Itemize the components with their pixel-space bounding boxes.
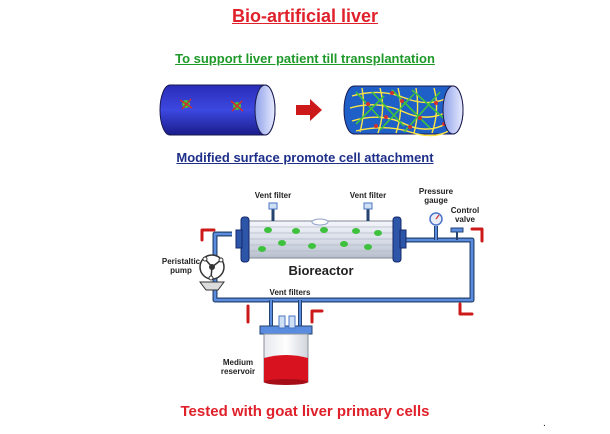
transition-arrow [296,99,322,121]
label-vent-filter-right: Vent filter [350,191,386,200]
vent-filter-right [363,202,373,221]
flow-direction-arrows [200,227,484,324]
label-peristaltic-pump-2: pump [170,266,192,275]
label-control-valve-2: valve [455,215,476,224]
subtitle-surface: Modified surface promote cell attachment [176,150,434,165]
reservoir-vent-filters [278,315,296,329]
subtitle-support: To support liver patient till transplant… [175,51,435,66]
label-peristaltic-pump-1: Peristaltic [162,257,201,266]
peristaltic-pump-icon [199,254,225,291]
label-vent-filter-left: Vent filter [255,191,291,200]
trailing-mark: . [543,418,546,429]
label-pressure-gauge-1: Pressure [419,187,454,196]
vent-filter-left [268,202,278,221]
label-medium-reservoir-1: Medium [223,358,253,367]
circuit-tubing [212,226,475,330]
bioreactor-cells [258,227,382,252]
control-valve-icon [450,227,464,240]
bioreactor-port [311,218,329,226]
footer-caption: Tested with goat liver primary cells [180,403,430,420]
label-pressure-gauge-2: gauge [424,196,448,205]
bioreactor-vessel [235,216,407,263]
label-bioreactor: Bioreactor [288,263,353,278]
plain-scaffold-cylinder [159,84,276,136]
cell-cluster-2 [230,100,244,112]
pressure-gauge-icon [429,212,443,226]
medium-reservoir [259,315,313,385]
label-medium-reservoir-2: reservoir [221,367,255,376]
cell-cluster-1 [179,98,193,110]
modified-scaffold-cylinder [343,85,464,137]
label-control-valve-1: Control [451,206,479,215]
label-vent-filters: Vent filters [270,288,311,297]
diagram-title: Bio-artificial liver [231,6,379,26]
